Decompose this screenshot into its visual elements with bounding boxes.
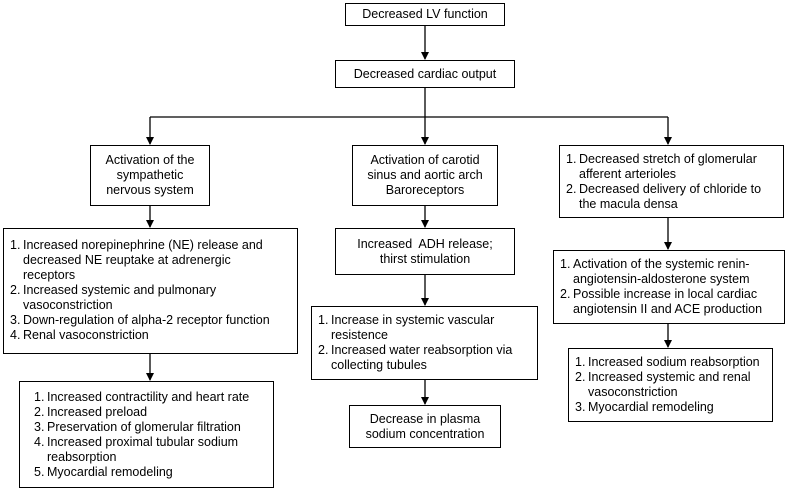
list-item: 3. Preservation of glomerular filtration (34, 420, 267, 435)
list-text: Decreased delivery of chloride to (579, 182, 762, 196)
adh-release-line: Increased ADH release; (357, 236, 493, 251)
list-number: 5. (34, 465, 45, 479)
plasma-sodium-line: Decrease in plasma (369, 411, 481, 426)
list-item: 2. Increased water reabsorption via coll… (318, 343, 531, 373)
list-item: 1. Increased norepinephrine (NE) release… (10, 238, 291, 283)
list-text: Increased proximal tubular sodium (47, 435, 239, 449)
list-text: Increased sodium reabsorption (588, 355, 760, 369)
vascular-water-effects-box: 1. Increase in systemic vascular resiste… (311, 306, 538, 380)
raas-activation-box: 1. Activation of the systemic renin- ang… (553, 250, 785, 324)
list-text: Increased preload (47, 405, 148, 419)
sympathetic-header-line: sympathetic (116, 168, 184, 182)
list-text: Myocardial remodeling (588, 400, 714, 414)
decreased-lv-function-box: Decreased LV function (345, 3, 505, 26)
list-text: Activation of the systemic renin- (573, 257, 750, 271)
list-text: angiotensin-aldosterone system (573, 272, 750, 286)
list-item: 4. Increased proximal tubular sodium rea… (34, 435, 267, 465)
list-number: 1. (318, 313, 329, 327)
list-number: 1. (575, 355, 586, 369)
glomerular-stretch-box: 1. Decreased stretch of glomerular affer… (559, 145, 784, 218)
list-text: reabsorption (47, 450, 117, 464)
list-text: Down-regulation of alpha-2 receptor func… (23, 313, 270, 327)
plasma-sodium-line: sodium concentration (365, 426, 485, 441)
list-item: 1. Increased contractility and heart rat… (34, 390, 267, 405)
list-text: afferent arterioles (579, 167, 677, 181)
list-number: 2. (566, 182, 577, 196)
list-item: 4. Renal vasoconstriction (10, 328, 291, 343)
list-text: Increased water reabsorption via (331, 343, 513, 357)
list-number: 1. (560, 257, 571, 271)
sympathetic-effects-box: 1. Increased norepinephrine (NE) release… (3, 228, 298, 354)
list-text: Increase in systemic vascular (331, 313, 495, 327)
list-item: 2. Increased systemic and pulmonary vaso… (10, 283, 291, 313)
baroreceptor-activation-box: Activation of carotid sinus and aortic a… (352, 145, 498, 206)
list-number: 4. (34, 435, 45, 449)
list-item: 3. Down-regulation of alpha-2 receptor f… (10, 313, 291, 328)
list-item: 2. Increased systemic and renal vasocons… (575, 370, 766, 400)
sympathetic-outcomes-box: 1. Increased contractility and heart rat… (19, 381, 274, 488)
list-text: vasoconstriction (588, 385, 678, 399)
list-text: decreased NE reuptake at adrenergic (23, 253, 231, 267)
baroreceptor-header-line: Activation of carotid (370, 153, 480, 167)
adh-release-line: thirst stimulation (379, 251, 471, 266)
list-text: Renal vasoconstriction (23, 328, 149, 342)
list-text: Preservation of glomerular filtration (47, 420, 241, 434)
list-text: Increased contractility and heart rate (47, 390, 250, 404)
list-text: Possible increase in local cardiac (573, 287, 758, 301)
list-number: 2. (318, 343, 329, 357)
sympathetic-activation-box: Activation of the sympathetic nervous sy… (90, 145, 210, 206)
list-item: 5. Myocardial remodeling (34, 465, 267, 480)
list-item: 1. Increase in systemic vascular resiste… (318, 313, 531, 343)
list-text: receptors (23, 268, 76, 282)
list-text: Increased norepinephrine (NE) release an… (23, 238, 263, 252)
decreased-cardiac-output-box: Decreased cardiac output (335, 60, 515, 88)
list-item: 2. Increased preload (34, 405, 267, 420)
list-number: 1. (34, 390, 45, 404)
list-item: 2. Possible increase in local cardiac an… (560, 287, 778, 317)
list-number: 2. (575, 370, 586, 384)
list-number: 2. (560, 287, 571, 301)
sympathetic-header-line: Activation of the (105, 153, 195, 167)
decreased-cardiac-output-text: Decreased cardiac output (353, 66, 497, 81)
baroreceptor-header-line: sinus and aortic arch (367, 168, 483, 182)
list-text: Increased systemic and renal (588, 370, 751, 384)
list-text: Myocardial remodeling (47, 465, 173, 479)
list-item: 2. Decreased delivery of chloride to the… (566, 182, 777, 212)
list-item: 1. Activation of the systemic renin- ang… (560, 257, 778, 287)
list-text: collecting tubules (331, 358, 427, 372)
list-text: vasoconstriction (23, 298, 113, 312)
list-number: 4. (10, 328, 21, 342)
list-item: 3. Myocardial remodeling (575, 400, 766, 415)
list-number: 3. (34, 420, 45, 434)
adh-release-box: Increased ADH release; thirst stimulatio… (335, 228, 515, 275)
list-number: 2. (10, 283, 21, 297)
sympathetic-header-line: nervous system (106, 183, 194, 197)
decreased-lv-function-text: Decreased LV function (362, 7, 488, 21)
list-number: 3. (575, 400, 586, 414)
list-text: the macula densa (579, 197, 678, 211)
list-number: 1. (566, 152, 577, 166)
list-item: 1. Increased sodium reabsorption (575, 355, 766, 370)
list-text: angiotensin II and ACE production (573, 302, 763, 316)
list-number: 1. (10, 238, 21, 252)
list-item: 1. Decreased stretch of glomerular affer… (566, 152, 777, 182)
list-number: 3. (10, 313, 21, 327)
list-number: 2. (34, 405, 45, 419)
baroreceptor-header-line: Baroreceptors (385, 183, 465, 197)
list-text: resistence (331, 328, 388, 342)
list-text: Decreased stretch of glomerular (579, 152, 757, 166)
plasma-sodium-box: Decrease in plasma sodium concentration (349, 405, 501, 448)
list-text: Increased systemic and pulmonary (23, 283, 217, 297)
sodium-remodeling-box: 1. Increased sodium reabsorption 2. Incr… (568, 348, 773, 422)
